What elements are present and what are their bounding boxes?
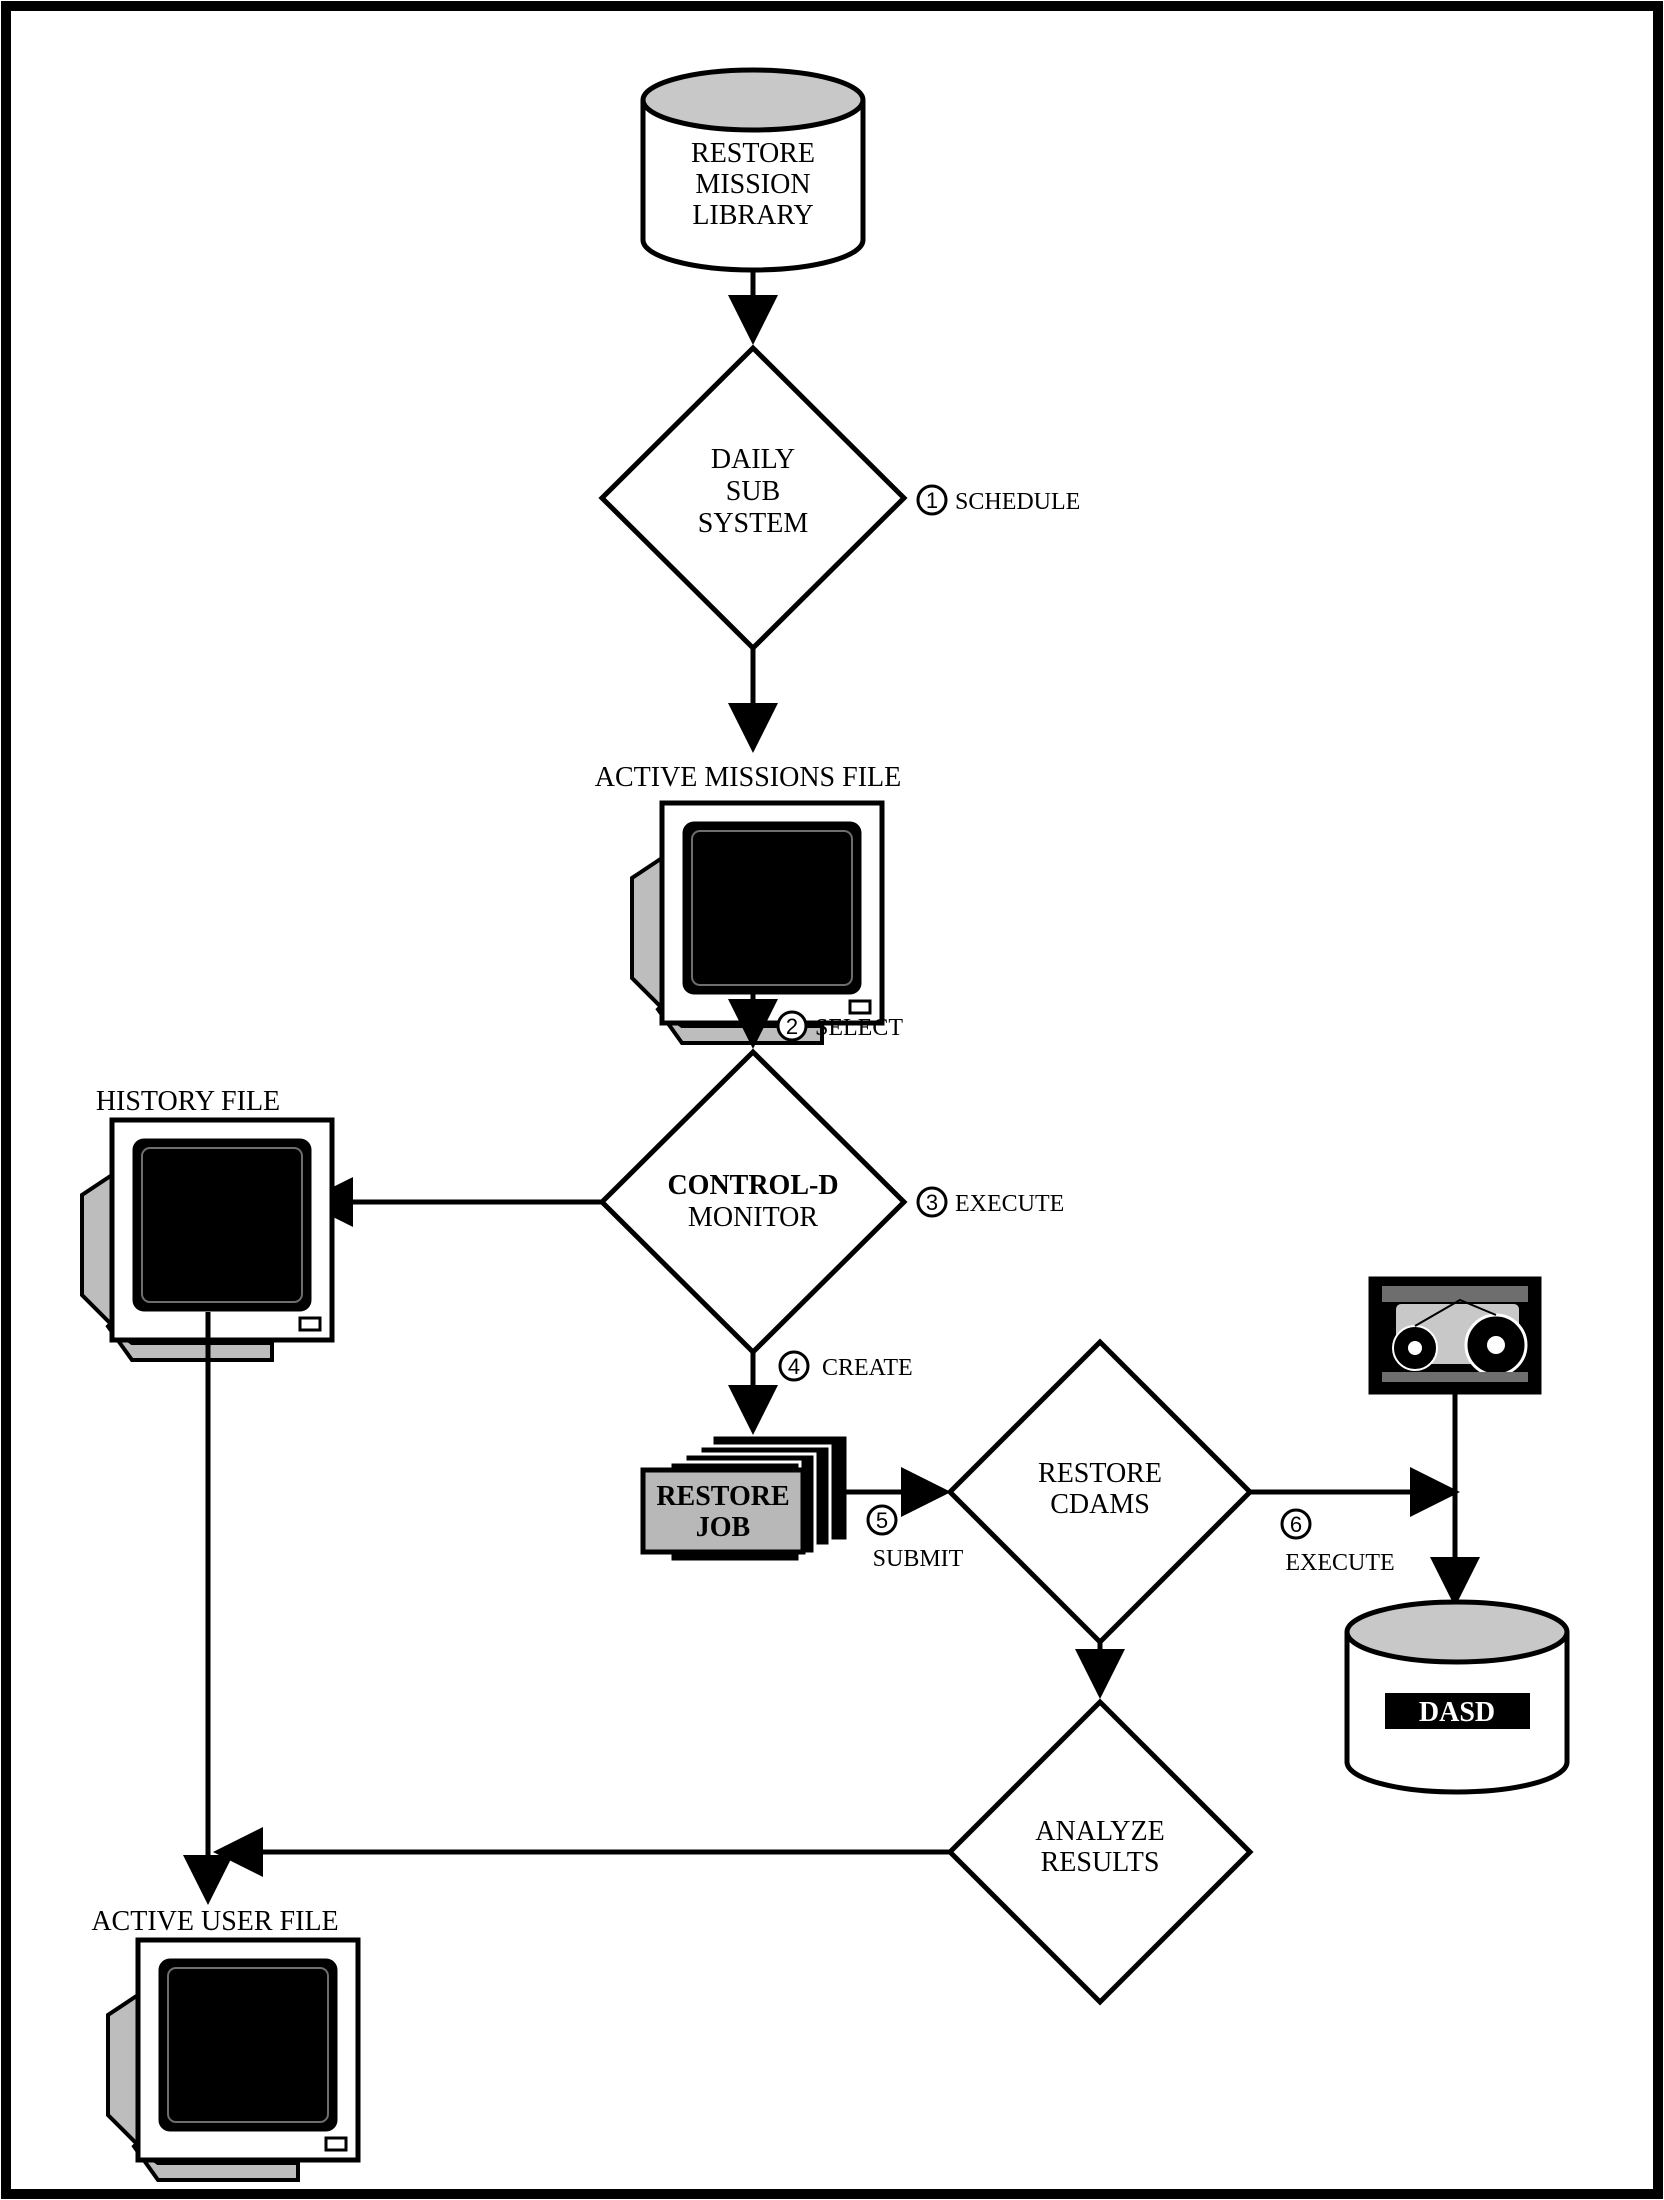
restore-cdams-line-2: CDAMS	[1050, 1489, 1150, 1520]
step-2-label: SELECT	[815, 1015, 903, 1041]
step-5-number: 5	[876, 1508, 888, 1533]
restore-mission-library-node: RESTORE MISSION LIBRARY	[640, 67, 866, 273]
step-1-number: 1	[926, 488, 938, 513]
dasd-label: DASD	[1419, 1697, 1495, 1728]
restore-mission-library-line-1: RESTORE	[691, 138, 815, 169]
restore-mission-library-line-2: MISSION	[695, 169, 810, 200]
daily-sub-system-node: DAILY SUB SYSTEM	[598, 344, 908, 652]
restore-job-line-1: RESTORE	[656, 1481, 789, 1512]
control-d-label: CONTROL-D	[667, 1170, 838, 1201]
step-6-execute: 6 EXECUTE	[1280, 1508, 1395, 1576]
history-file-label: HISTORY FILE	[96, 1086, 280, 1117]
analyze-results-node: ANALYZE RESULTS	[946, 1698, 1254, 2006]
step-6-number: 6	[1290, 1512, 1302, 1537]
step-3-number: 3	[926, 1190, 938, 1215]
analyze-results-line-1: ANALYZE	[1035, 1816, 1164, 1847]
step-5-label: SUBMIT	[873, 1546, 964, 1572]
step-5-submit: 5 SUBMIT	[866, 1504, 964, 1572]
step-4-create: 4 CREATE	[778, 1350, 913, 1382]
step-6-label: EXECUTE	[1285, 1550, 1394, 1576]
step-2-select: 2 SELECT	[776, 1010, 903, 1042]
monitor-label: MONITOR	[688, 1202, 818, 1233]
dasd-node: DASD	[1344, 1599, 1570, 1795]
control-d-monitor-node: CONTROL-D MONITOR	[598, 1048, 908, 1356]
daily-sub-system-line-3: SYSTEM	[698, 508, 809, 539]
restore-job-line-2: JOB	[696, 1512, 750, 1543]
tape-drive-icon	[1368, 1276, 1542, 1395]
active-missions-file-label: ACTIVE MISSIONS FILE	[595, 762, 901, 793]
step-1-label: SCHEDULE	[955, 489, 1080, 515]
restore-mission-library-line-3: LIBRARY	[692, 200, 813, 231]
active-missions-monitor-icon	[632, 803, 882, 1043]
step-2-number: 2	[786, 1014, 798, 1039]
daily-sub-system-line-2: SUB	[726, 476, 780, 507]
restore-cdams-node: RESTORE CDAMS	[946, 1338, 1254, 1646]
restore-cdams-line-1: RESTORE	[1038, 1458, 1162, 1489]
analyze-results-line-2: RESULTS	[1041, 1847, 1160, 1878]
restore-job-node: RESTORE JOB	[640, 1436, 847, 1564]
step-4-label: CREATE	[822, 1355, 913, 1381]
active-user-file-label: ACTIVE USER FILE	[91, 1906, 338, 1937]
daily-sub-system-line-1: DAILY	[711, 444, 795, 475]
step-3-execute: 3 EXECUTE	[916, 1186, 1064, 1218]
step-4-number: 4	[788, 1354, 800, 1379]
step-3-label: EXECUTE	[955, 1191, 1064, 1217]
active-user-monitor-icon	[108, 1940, 358, 2180]
step-1-schedule: 1 SCHEDULE	[916, 484, 1080, 516]
